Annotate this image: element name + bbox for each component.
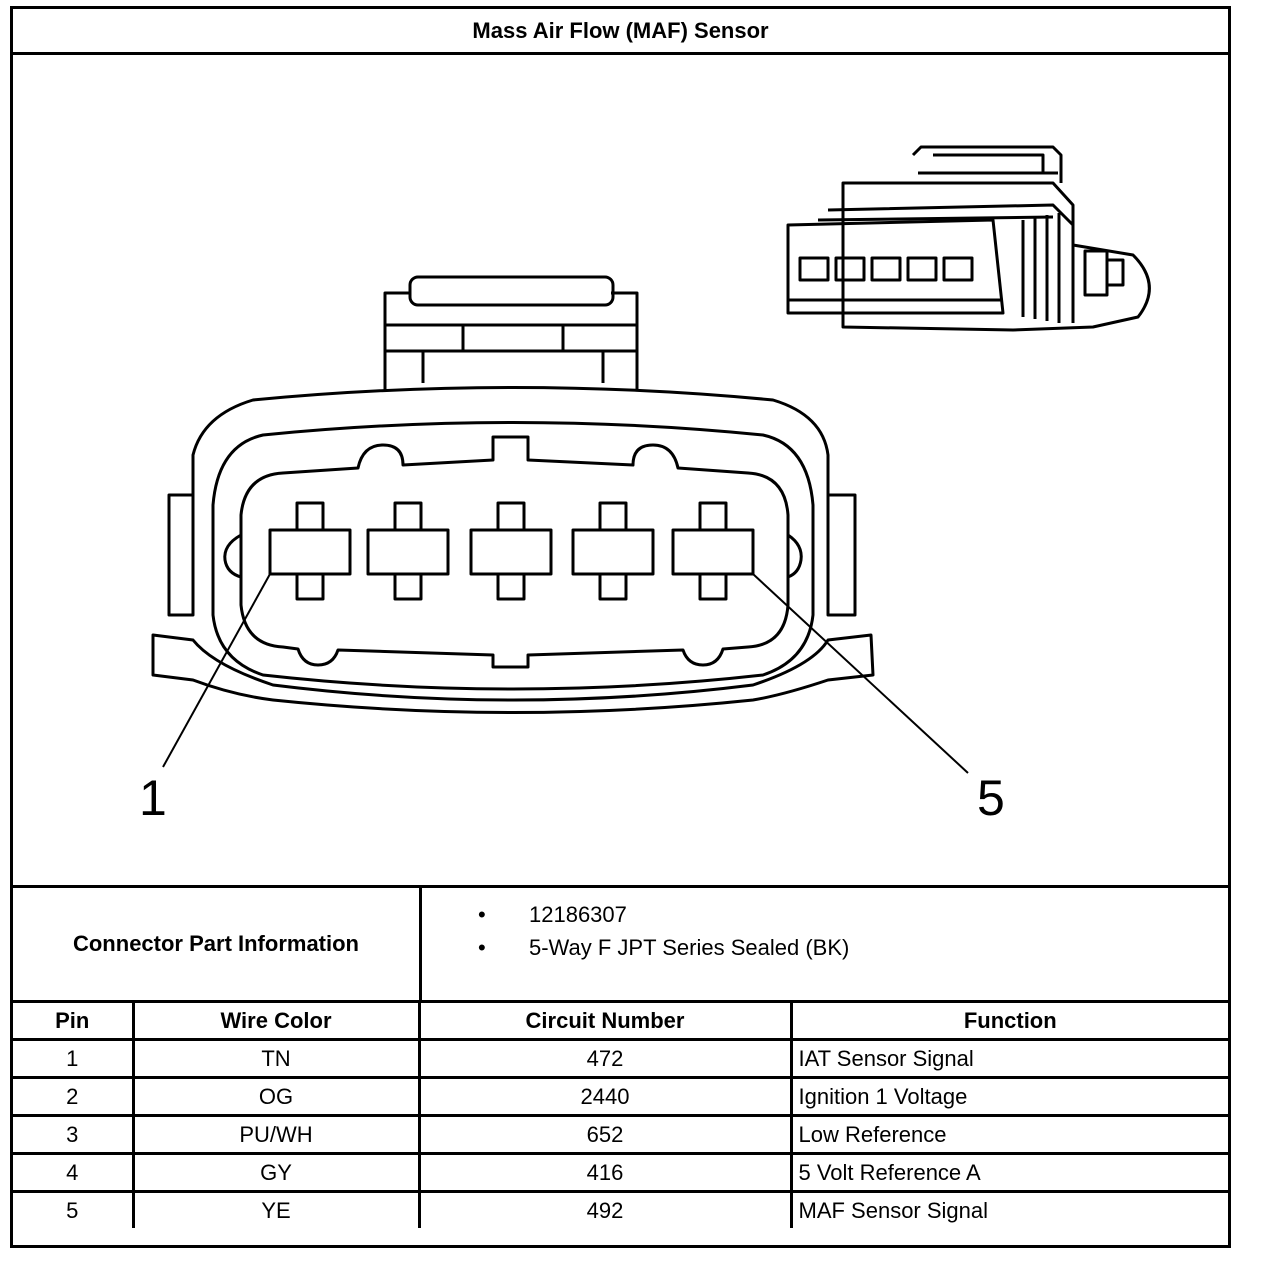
list-item: • 12186307 xyxy=(422,898,849,931)
connector-drawing-area: 1 5 xyxy=(13,55,1228,887)
column-header: Function xyxy=(789,1003,1228,1041)
pin-terminals xyxy=(268,501,755,601)
table-row: 3 PU/WH 652 Low Reference xyxy=(13,1114,1228,1155)
function-cell: IAT Sensor Signal xyxy=(789,1038,1228,1079)
part-number: 12186307 xyxy=(529,902,627,927)
bullet-icon: • xyxy=(478,935,486,960)
wire-color-cell: TN xyxy=(131,1038,421,1079)
wire-color-cell: GY xyxy=(131,1152,421,1193)
pin-terminal xyxy=(671,501,755,601)
wire-color-cell: YE xyxy=(131,1190,421,1228)
circuit-number-cell: 472 xyxy=(417,1038,793,1079)
pin-callout-last: 5 xyxy=(977,770,1005,826)
table-header-row: Pin Wire Color Circuit Number Function xyxy=(13,1003,1228,1041)
function-cell: MAF Sensor Signal xyxy=(789,1190,1228,1228)
pin-terminal xyxy=(571,501,655,601)
pin-callout-first: 1 xyxy=(139,770,167,826)
table-row: 5 YE 492 MAF Sensor Signal xyxy=(13,1190,1228,1228)
table-row: 1 TN 472 IAT Sensor Signal xyxy=(13,1038,1228,1079)
circuit-number-cell: 416 xyxy=(417,1152,793,1193)
connector-face-diagram xyxy=(151,145,1151,774)
pin-terminal xyxy=(469,501,553,601)
wire-color-cell: PU/WH xyxy=(131,1114,421,1155)
part-description: 5-Way F JPT Series Sealed (BK) xyxy=(529,935,850,960)
connector-face-outline xyxy=(151,275,875,714)
pin-cell: 3 xyxy=(13,1114,135,1155)
connector-sheet: Mass Air Flow (MAF) Sensor xyxy=(10,6,1231,1248)
callout-leader-line xyxy=(162,573,271,768)
function-cell: 5 Volt Reference A xyxy=(789,1152,1228,1193)
pin-terminal xyxy=(268,501,352,601)
page-title: Mass Air Flow (MAF) Sensor xyxy=(13,9,1228,55)
list-item: • 5-Way F JPT Series Sealed (BK) xyxy=(422,931,849,964)
wire-color-cell: OG xyxy=(131,1076,421,1117)
pin-cell: 2 xyxy=(13,1076,135,1117)
callout-leader-line xyxy=(752,573,969,774)
function-cell: Low Reference xyxy=(789,1114,1228,1155)
connector-part-list: • 12186307 • 5-Way F JPT Series Sealed (… xyxy=(422,898,849,964)
table-row: 2 OG 2440 Ignition 1 Voltage xyxy=(13,1076,1228,1117)
table-row: 4 GY 416 5 Volt Reference A xyxy=(13,1152,1228,1193)
pin-cell: 1 xyxy=(13,1038,135,1079)
bullet-icon: • xyxy=(478,902,486,927)
connector-isometric-view xyxy=(786,145,1151,332)
connector-part-info: Connector Part Information • 12186307 • … xyxy=(13,885,1228,1003)
connector-part-label: Connector Part Information xyxy=(13,888,422,1000)
circuit-number-cell: 652 xyxy=(417,1114,793,1155)
circuit-number-cell: 2440 xyxy=(417,1076,793,1117)
pin-cell: 5 xyxy=(13,1190,135,1228)
column-header: Circuit Number xyxy=(417,1003,793,1041)
pinout-table: Pin Wire Color Circuit Number Function 1… xyxy=(13,1003,1228,1228)
pin-terminal xyxy=(366,501,450,601)
pin-cell: 4 xyxy=(13,1152,135,1193)
function-cell: Ignition 1 Voltage xyxy=(789,1076,1228,1117)
column-header: Pin xyxy=(13,1003,135,1041)
column-header: Wire Color xyxy=(131,1003,421,1041)
circuit-number-cell: 492 xyxy=(417,1190,793,1228)
